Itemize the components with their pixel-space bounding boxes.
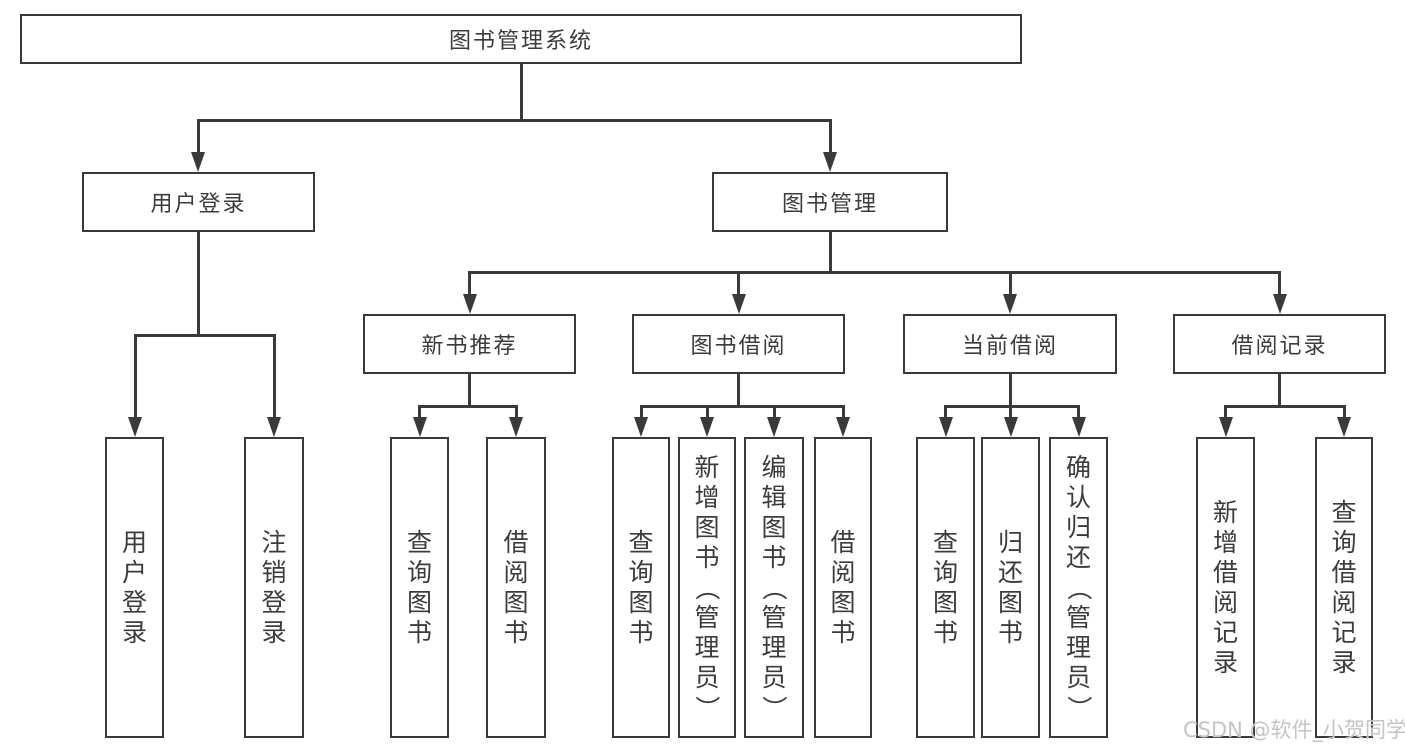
arrow-down-icon [938, 417, 953, 437]
arrow-down-icon [1003, 417, 1018, 437]
arrow-down-icon [412, 417, 427, 437]
arrow-down-icon [1003, 294, 1017, 314]
arrow-down-icon [823, 152, 837, 172]
node-logout: 注销登录 [244, 437, 304, 738]
connector-section-stem [1008, 374, 1012, 408]
connector-section-stem [737, 374, 740, 408]
connector-drop-leaf [1077, 405, 1080, 419]
node-label: 当前借阅 [961, 334, 1058, 359]
node-return-books: 归还图书 [981, 437, 1040, 738]
node-label: 借阅图书 [830, 527, 856, 647]
node-label: 图书管理系统 [448, 29, 593, 54]
connector-drop-leaf [1009, 405, 1012, 419]
connector-book-mgmt-hline [468, 271, 1281, 274]
arrow-down-icon [700, 417, 714, 437]
connector-drop-leaf [705, 405, 709, 419]
connector-drop-leaf [133, 334, 137, 419]
node-query-borrow-record: 查询借阅记录 [1315, 437, 1373, 738]
node-label: 图书管理 [781, 192, 878, 217]
connector-drop-user-login [196, 119, 200, 156]
arrow-down-icon [128, 417, 142, 437]
arrow-down-icon [191, 152, 205, 172]
connector-drop-leaf [514, 405, 518, 419]
arrow-down-icon [1071, 417, 1086, 437]
node-label: 查询借阅记录 [1331, 497, 1357, 677]
node-user-login-branch: 用户登录 [82, 172, 315, 232]
connector-section-hline [418, 405, 517, 408]
connector-section-stem [1278, 374, 1281, 408]
connector-drop-section [468, 271, 471, 296]
node-label: 查询图书 [932, 527, 958, 647]
node-label: 借阅图书 [503, 527, 529, 647]
connector-drop-leaf [418, 405, 421, 419]
node-user-login: 用户登录 [105, 437, 164, 738]
arrow-down-icon [767, 417, 781, 437]
node-label: 新书推荐 [421, 334, 518, 359]
node-query-books-current: 查询图书 [916, 437, 975, 738]
connector-drop-leaf [639, 405, 643, 419]
node-borrowing-records: 借阅记录 [1173, 314, 1386, 374]
node-borrow-books-recommend: 借阅图书 [486, 437, 546, 738]
arrow-down-icon [509, 417, 523, 437]
arrow-down-icon [1218, 417, 1233, 437]
connector-user-login-hline [133, 334, 276, 337]
arrow-down-icon [634, 417, 648, 437]
connector-drop-leaf [841, 405, 845, 419]
node-label: 用户登录 [121, 527, 147, 647]
node-label: 借阅记录 [1231, 334, 1328, 359]
node-book-borrowing: 图书借阅 [632, 314, 845, 374]
connector-drop-leaf [772, 405, 776, 419]
connector-section-hline [639, 405, 845, 408]
node-label: 用户登录 [150, 192, 247, 217]
node-label: 图书借阅 [690, 334, 787, 359]
connector-section-stem [468, 374, 471, 408]
connector-drop-section [1278, 271, 1281, 296]
node-query-books-borrowing: 查询图书 [612, 437, 670, 738]
connector-user-login-stem [196, 232, 200, 337]
node-book-management: 图书管理 [712, 172, 948, 232]
connector-drop-leaf [944, 405, 947, 419]
node-edit-book-admin: 编辑图书（管理员） [744, 437, 804, 738]
connector-root-stem [519, 64, 523, 121]
node-query-books-recommend: 查询图书 [390, 437, 449, 738]
node-label: 查询图书 [406, 527, 432, 647]
connector-root-hline [196, 119, 832, 122]
connector-drop-section [737, 271, 740, 296]
node-label: 新增借阅记录 [1212, 497, 1238, 677]
connector-drop-section [1008, 271, 1012, 296]
node-library-management-system: 图书管理系统 [20, 14, 1022, 64]
connector-section-hline [1224, 405, 1345, 408]
node-add-borrow-record: 新增借阅记录 [1196, 437, 1255, 738]
node-label: 新增图书（管理员） [692, 452, 722, 721]
arrow-down-icon [462, 294, 477, 314]
watermark: CSDN @软件_小贺同学 [1183, 718, 1405, 742]
node-new-book-recommendation: 新书推荐 [363, 314, 576, 374]
connector-book-mgmt-stem [828, 232, 832, 274]
node-label: 注销登录 [261, 527, 287, 647]
arrow-down-icon [267, 417, 281, 437]
node-label: 归还图书 [997, 527, 1023, 647]
node-current-borrowing: 当前借阅 [903, 314, 1117, 374]
node-label: 确认归还（管理员） [1064, 452, 1094, 721]
connector-drop-leaf [272, 334, 276, 419]
arrow-down-icon [836, 417, 850, 437]
node-label: 编辑图书（管理员） [759, 452, 789, 721]
connector-drop-leaf [1224, 405, 1227, 419]
connector-drop-book-mgmt [828, 119, 832, 156]
node-borrow-books: 借阅图书 [814, 437, 872, 738]
node-label: 查询图书 [628, 527, 654, 647]
arrow-down-icon [1337, 417, 1351, 437]
connector-section-hline [944, 405, 1080, 408]
node-add-book-admin: 新增图书（管理员） [678, 437, 736, 738]
connector-drop-leaf [1342, 405, 1346, 419]
arrow-down-icon [1272, 294, 1287, 314]
arrow-down-icon [731, 294, 746, 314]
node-confirm-return-admin: 确认归还（管理员） [1049, 437, 1108, 738]
